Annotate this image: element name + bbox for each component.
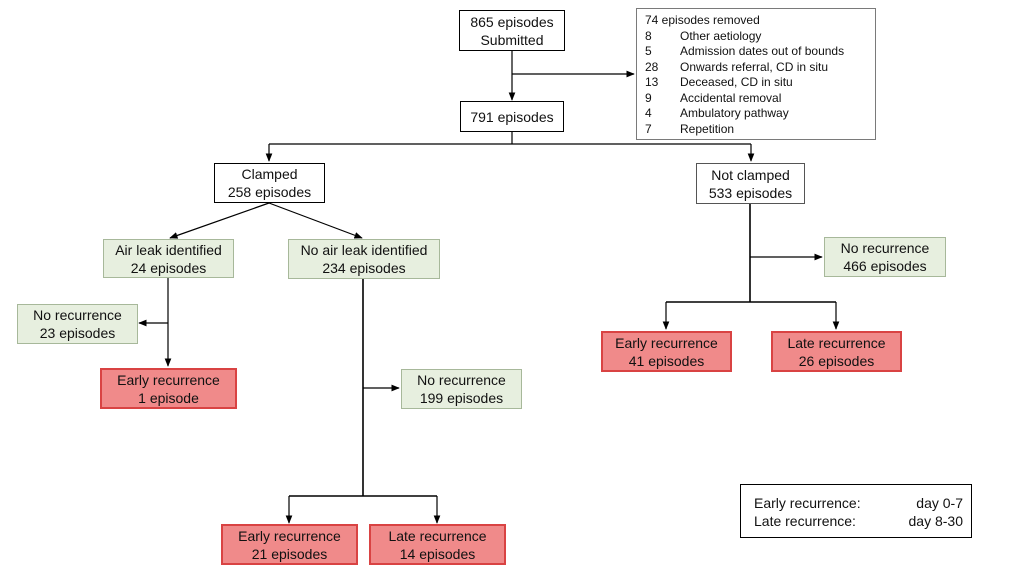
legend-row: Early recurrence: day 0-7 [754, 494, 971, 512]
legend-row: Late recurrence: day 8-30 [754, 512, 971, 530]
early-recurrence-count: 41 episodes [628, 352, 705, 369]
no-recurrence-label: No recurrence [33, 307, 122, 323]
no-recurrence-label: No recurrence [840, 240, 930, 256]
no-recurrence-count: 199 episodes [419, 390, 504, 406]
air-leak-label: Air leak identified [115, 241, 222, 258]
air-leak-count: 24 episodes [130, 259, 207, 276]
late-recurrence-label: Late recurrence [787, 334, 886, 351]
late-recurrence-label: Late recurrence [388, 527, 487, 544]
not-clamped-no-recurrence-box: No recurrence 466 episodes [824, 237, 946, 277]
early-recurrence-count: 21 episodes [251, 545, 328, 562]
air-leak-early-recurrence-box: Early recurrence 1 episode [100, 368, 237, 409]
no-air-leak-count: 234 episodes [322, 260, 406, 276]
not-clamped-box: Not clamped 533 episodes [696, 163, 805, 204]
no-air-leak-box: No air leak identified 234 episodes [288, 239, 440, 279]
submitted-box: 865 episodes Submitted [459, 10, 565, 51]
legend-label: Late recurrence: [754, 513, 856, 529]
late-recurrence-count: 26 episodes [798, 352, 875, 369]
episodes-791-box: 791 episodes [460, 101, 564, 132]
no-air-leak-early-recurrence-box: Early recurrence 21 episodes [221, 524, 358, 565]
air-leak-no-recurrence-box: No recurrence 23 episodes [17, 304, 138, 344]
clamped-box: Clamped 258 episodes [214, 163, 325, 203]
legend-label: Early recurrence: [754, 495, 861, 511]
not-clamped-early-recurrence-box: Early recurrence 41 episodes [601, 331, 732, 372]
removed-title: 74 episodes removed [645, 13, 760, 27]
no-recurrence-label: No recurrence [417, 372, 506, 388]
not-clamped-late-recurrence-box: Late recurrence 26 episodes [771, 331, 902, 372]
late-recurrence-count: 14 episodes [399, 545, 476, 562]
no-air-leak-no-recurrence-box: No recurrence 199 episodes [401, 369, 522, 409]
legend-value: day 8-30 [908, 513, 963, 529]
not-clamped-count: 533 episodes [708, 184, 793, 201]
recurrence-legend: Early recurrence: day 0-7 Late recurrenc… [740, 484, 972, 538]
clamped-label: Clamped [241, 166, 298, 182]
air-leak-box: Air leak identified 24 episodes [103, 239, 234, 278]
no-air-leak-late-recurrence-box: Late recurrence 14 episodes [369, 524, 506, 565]
submitted-label: Submitted [480, 31, 544, 48]
no-recurrence-count: 23 episodes [39, 325, 116, 341]
early-recurrence-label: Early recurrence [117, 371, 220, 388]
early-recurrence-label: Early recurrence [615, 334, 718, 351]
clamped-count: 258 episodes [227, 184, 312, 200]
not-clamped-label: Not clamped [711, 166, 790, 183]
no-air-leak-label: No air leak identified [300, 242, 428, 258]
submitted-count: 865 episodes [470, 13, 554, 30]
no-recurrence-count: 466 episodes [843, 258, 927, 274]
legend-value: day 0-7 [916, 495, 963, 511]
early-recurrence-label: Early recurrence [238, 527, 341, 544]
episodes-791-label: 791 episodes [470, 108, 554, 125]
early-recurrence-count: 1 episode [138, 389, 199, 406]
